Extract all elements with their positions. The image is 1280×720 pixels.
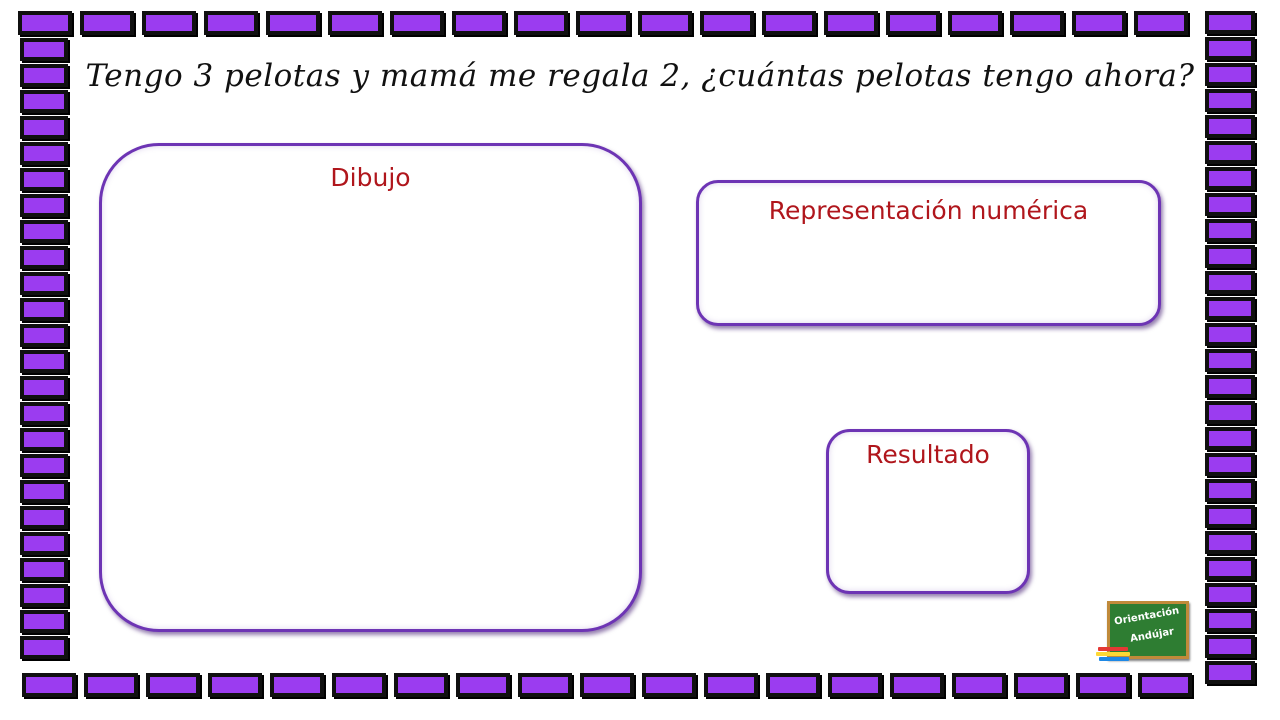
frame-tile — [80, 11, 134, 35]
frame-tile — [1205, 635, 1255, 658]
frame-tile — [1072, 11, 1126, 35]
frame-tile — [20, 142, 68, 165]
frame-tile — [518, 673, 572, 697]
frame-tile — [766, 673, 820, 697]
frame-tile — [1205, 453, 1255, 476]
frame-tile — [204, 11, 258, 35]
frame-tile — [20, 376, 68, 399]
frame-tile — [208, 673, 262, 697]
frame-tile — [514, 11, 568, 35]
frame-tile — [20, 168, 68, 191]
frame-tile — [456, 673, 510, 697]
frame-tile — [20, 480, 68, 503]
frame-tile — [20, 350, 68, 373]
frame-tile — [20, 402, 68, 425]
frame-tile — [22, 673, 76, 697]
frame-tile — [828, 673, 882, 697]
frame-tile — [452, 11, 506, 35]
frame-tile — [1205, 115, 1255, 138]
frame-tile — [1205, 271, 1255, 294]
drawing-box: Dibujo — [99, 143, 642, 632]
frame-tile — [700, 11, 754, 35]
frame-tile — [1205, 193, 1255, 216]
frame-tile — [84, 673, 138, 697]
frame-tile — [20, 428, 68, 451]
frame-tile — [886, 11, 940, 35]
frame-tile — [332, 673, 386, 697]
frame-tile — [1010, 11, 1064, 35]
frame-tile — [580, 673, 634, 697]
frame-tile — [20, 506, 68, 529]
frame-tile — [20, 532, 68, 555]
frame-tile — [328, 11, 382, 35]
frame-tile — [20, 584, 68, 607]
frame-tile — [1205, 401, 1255, 424]
frame-tile — [1205, 245, 1255, 268]
frame-tile — [394, 673, 448, 697]
frame-tile — [270, 673, 324, 697]
numeric-representation-title: Representación numérica — [768, 196, 1089, 225]
frame-tile — [762, 11, 816, 35]
result-box-title: Resultado — [866, 440, 990, 469]
book-icon — [1099, 657, 1129, 661]
frame-tile — [1205, 219, 1255, 242]
frame-tile — [1205, 37, 1255, 60]
logo-text-line2: Andújar — [1129, 626, 1175, 645]
books-icon — [1096, 646, 1132, 661]
frame-tile — [890, 673, 944, 697]
frame-tile — [1205, 375, 1255, 398]
frame-tile — [20, 610, 68, 633]
frame-tile — [20, 298, 68, 321]
frame-tile — [146, 673, 200, 697]
frame-tile — [642, 673, 696, 697]
frame-tile — [1205, 349, 1255, 372]
frame-tile — [20, 558, 68, 581]
result-box: Resultado — [826, 429, 1030, 594]
frame-tile — [638, 11, 692, 35]
book-icon — [1096, 652, 1130, 656]
frame-tile — [1205, 141, 1255, 164]
frame-tile — [1205, 557, 1255, 580]
frame-tile — [1205, 661, 1255, 684]
frame-tile — [1205, 531, 1255, 554]
frame-tile — [20, 194, 68, 217]
problem-question: Tengo 3 pelotas y mamá me regala 2, ¿cuá… — [85, 58, 1195, 94]
frame-tile — [18, 11, 72, 35]
frame-tile — [20, 324, 68, 347]
frame-tile — [20, 272, 68, 295]
frame-tile — [1205, 11, 1255, 34]
frame-tile — [576, 11, 630, 35]
frame-tile — [1205, 505, 1255, 528]
frame-tile — [20, 636, 68, 659]
frame-tile — [948, 11, 1002, 35]
frame-tile — [824, 11, 878, 35]
frame-tile — [390, 11, 444, 35]
frame-tile — [1076, 673, 1130, 697]
frame-tile — [266, 11, 320, 35]
frame-tile — [1205, 323, 1255, 346]
frame-tile — [20, 220, 68, 243]
drawing-box-title: Dibujo — [330, 163, 411, 192]
frame-tile — [1138, 673, 1192, 697]
frame-tile — [1014, 673, 1068, 697]
frame-tile — [142, 11, 196, 35]
frame-tile — [952, 673, 1006, 697]
frame-tile — [1205, 297, 1255, 320]
frame-tile — [20, 454, 68, 477]
frame-tile — [704, 673, 758, 697]
frame-tile — [20, 116, 68, 139]
numeric-representation-box: Representación numérica — [696, 180, 1161, 326]
frame-tile — [1205, 167, 1255, 190]
frame-tile — [1205, 479, 1255, 502]
frame-tile — [1134, 11, 1188, 35]
logo-text-line1: Orientación — [1113, 605, 1181, 628]
frame-tile — [1205, 427, 1255, 450]
frame-tile — [1205, 609, 1255, 632]
frame-tile — [20, 246, 68, 269]
frame-tile — [1205, 583, 1255, 606]
book-icon — [1098, 647, 1128, 651]
